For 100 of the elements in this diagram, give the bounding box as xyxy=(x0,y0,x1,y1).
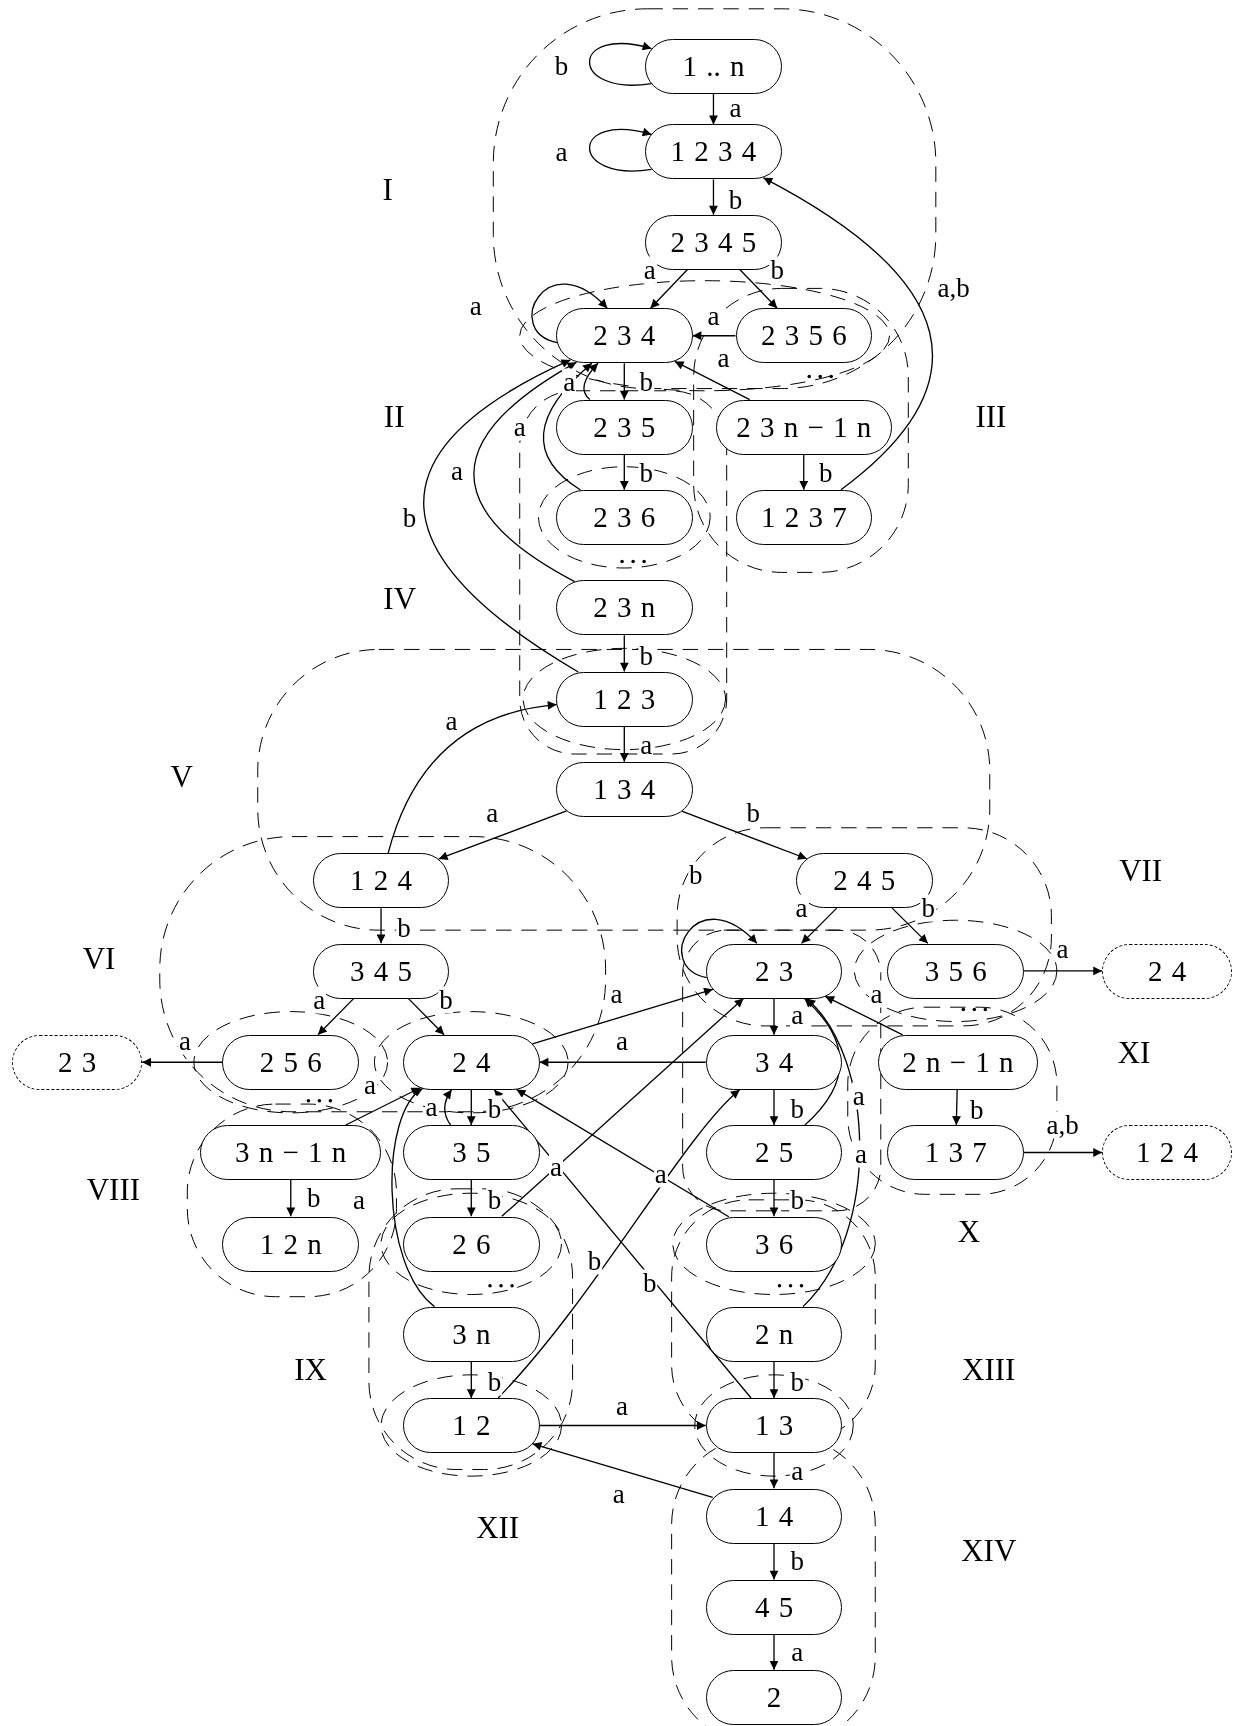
transition-arrow xyxy=(466,1089,476,1126)
transition-arrow xyxy=(709,92,718,126)
transition-arrow xyxy=(531,1442,714,1499)
region-numeral: XIV xyxy=(961,1534,1017,1566)
region-numeral: X xyxy=(957,1215,981,1247)
transition-arrow xyxy=(407,997,445,1036)
state-box: 2 n xyxy=(705,1306,843,1362)
transition-arrow xyxy=(466,1361,476,1399)
transition-arrow xyxy=(709,178,718,216)
transition-arrow xyxy=(583,362,599,401)
edge-label: a xyxy=(854,1140,868,1168)
transition-arrow xyxy=(538,1421,707,1430)
transition-arrow xyxy=(1023,1148,1103,1157)
transition-arrow xyxy=(681,810,808,860)
region-numeral: IV xyxy=(383,582,417,614)
edge-label: b xyxy=(438,986,454,1014)
transition-arrow xyxy=(769,1089,779,1126)
region-numeral: IX xyxy=(294,1353,327,1385)
transition-arrow xyxy=(531,987,714,1045)
state-box: 3 4 xyxy=(705,1035,843,1091)
state-box: 2 6 xyxy=(403,1216,540,1272)
region-numeral: V xyxy=(170,760,193,792)
transition-arrow xyxy=(501,997,745,1217)
transition-arrow xyxy=(317,997,355,1036)
edge-label: a xyxy=(642,256,657,284)
state-box: 1 3 4 xyxy=(556,761,693,817)
state-box: 2 5 xyxy=(705,1125,843,1181)
state-box: 1 2 4 xyxy=(312,853,450,909)
state-box: 2 3 xyxy=(12,1035,143,1091)
state-box: 2 4 xyxy=(1102,943,1233,999)
region-numeral: II xyxy=(383,400,405,432)
transition-arrow xyxy=(387,701,558,854)
state-box: 3 5 6 xyxy=(887,943,1024,999)
state-box: 1 .. n xyxy=(645,38,782,94)
region-numeral: VI xyxy=(82,942,116,974)
transition-arrow xyxy=(769,1634,779,1671)
region-numeral: VII xyxy=(1119,854,1163,886)
transition-arrow xyxy=(681,918,758,979)
transition-arrow xyxy=(141,1057,224,1067)
transition-arrow xyxy=(423,359,579,673)
transition-arrow xyxy=(588,42,653,86)
state-box: 4 5 xyxy=(705,1580,843,1636)
transition-arrow xyxy=(952,1089,961,1126)
state-box: 1 2 xyxy=(403,1398,540,1454)
region-numeral: I xyxy=(382,173,393,205)
transition-arrow xyxy=(619,634,629,673)
region-numeral: XI xyxy=(1117,1036,1151,1067)
state-box: 2 n − 1 n xyxy=(877,1035,1039,1091)
transition-arrow xyxy=(515,1088,730,1218)
transition-arrow xyxy=(619,453,629,491)
transition-arrow xyxy=(762,177,934,491)
state-box: 1 3 7 xyxy=(887,1125,1024,1181)
state-box: 2 xyxy=(705,1670,843,1726)
state-box: 2 3 n − 1 n xyxy=(715,399,892,455)
state-box: 3 n − 1 n xyxy=(200,1125,381,1181)
state-box: 2 3 n xyxy=(556,580,693,636)
state-box: 1 2 n xyxy=(222,1216,359,1272)
transition-arrow xyxy=(376,907,386,944)
transition-arrow xyxy=(619,725,629,763)
transition-arrow xyxy=(769,997,779,1036)
region-numeral: VIII xyxy=(86,1173,141,1205)
transition-arrow xyxy=(286,1179,296,1217)
transition-arrow xyxy=(588,128,653,172)
transition-arrow xyxy=(799,453,809,491)
edge-label: a xyxy=(869,980,884,1008)
transition-arrow xyxy=(691,331,737,341)
state-box: 2 3 4 xyxy=(556,308,693,364)
transition-arrow xyxy=(438,810,568,860)
state-box: 2 3 xyxy=(705,943,843,999)
state-box: 2 3 5 xyxy=(556,399,693,455)
state-box: 2 3 6 xyxy=(556,489,693,545)
state-box: 2 5 6 xyxy=(222,1035,359,1091)
edge-label: a xyxy=(562,368,577,396)
edge-label: a,b xyxy=(1045,1111,1080,1139)
transition-arrow xyxy=(1023,966,1103,976)
transition-arrow xyxy=(466,1179,476,1217)
state-box: 1 4 xyxy=(705,1488,843,1544)
state-box: 1 2 3 7 xyxy=(735,489,873,545)
state-box: 2 3 5 6 xyxy=(735,308,873,364)
transition-arrow xyxy=(619,362,629,401)
transition-arrow xyxy=(649,269,688,309)
transition-arrow xyxy=(739,269,778,309)
state-box: 3 6 xyxy=(705,1216,843,1272)
edge-label: a xyxy=(851,1082,866,1110)
edge-label: a xyxy=(312,986,327,1014)
transition-arrow xyxy=(473,361,578,583)
state-box: 1 2 3 xyxy=(556,671,693,727)
region-numeral: III xyxy=(975,400,1007,432)
transition-arrow xyxy=(769,1542,779,1581)
state-box: 3 n xyxy=(403,1306,540,1362)
region-numeral: XII xyxy=(476,1511,520,1543)
transition-arrow xyxy=(391,1087,436,1308)
state-box: 2 4 xyxy=(403,1035,540,1091)
state-box: 1 2 4 xyxy=(1102,1125,1233,1181)
state-box: 1 2 3 4 xyxy=(645,124,782,180)
transition-arrow xyxy=(769,1179,779,1217)
state-box: 1 3 xyxy=(705,1398,843,1454)
region-numeral: XIII xyxy=(962,1353,1016,1385)
transition-arrow xyxy=(800,907,838,944)
state-box: 3 5 xyxy=(403,1125,540,1181)
